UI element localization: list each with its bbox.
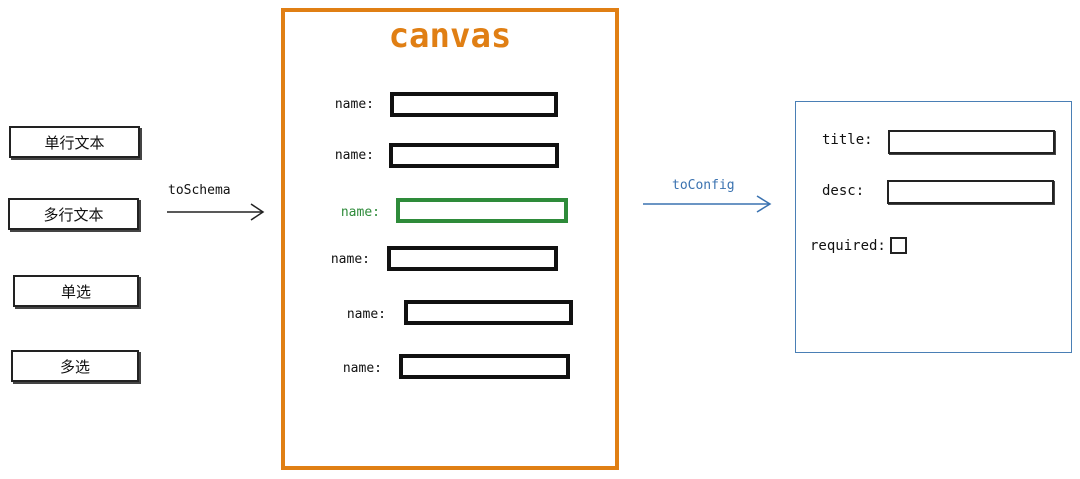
canvas-frame — [281, 8, 619, 470]
canvas-field-label: name: — [334, 97, 374, 112]
canvas-field-input[interactable] — [389, 143, 559, 168]
config-desc-input[interactable] — [887, 180, 1054, 204]
config-required-label: required: — [810, 238, 886, 254]
canvas-field-input[interactable] — [404, 300, 573, 325]
palette-item-single-choice[interactable]: 单选 — [13, 275, 139, 307]
config-title-label: title: — [822, 132, 873, 148]
canvas-field-label: name: — [334, 148, 374, 163]
to-schema-label: toSchema — [168, 183, 231, 198]
config-required-checkbox[interactable] — [890, 237, 907, 254]
palette-item-multi-line-text[interactable]: 多行文本 — [8, 198, 139, 230]
canvas-field-input-selected[interactable] — [396, 198, 568, 223]
to-schema-arrow — [167, 203, 265, 221]
palette-item-label: 单选 — [60, 282, 91, 301]
palette-item-label: 单行文本 — [44, 133, 105, 152]
canvas-field-label: name: — [346, 307, 386, 322]
canvas-field-label: name: — [330, 252, 370, 267]
canvas-field-label: name: — [342, 361, 382, 376]
palette-item-multi-choice[interactable]: 多选 — [11, 350, 139, 382]
canvas-title: canvas — [388, 16, 512, 56]
config-panel — [795, 101, 1072, 353]
to-config-label: toConfig — [672, 178, 735, 193]
to-config-arrow — [643, 195, 772, 213]
canvas-field-input[interactable] — [387, 246, 558, 271]
config-desc-label: desc: — [822, 183, 865, 199]
canvas-field-input[interactable] — [399, 354, 570, 379]
palette-item-single-line-text[interactable]: 单行文本 — [9, 126, 140, 158]
config-title-input[interactable] — [888, 130, 1055, 154]
canvas-field-label-selected: name: — [340, 205, 380, 220]
palette-item-label: 多行文本 — [43, 205, 104, 224]
canvas-field-input[interactable] — [390, 92, 558, 117]
palette-item-label: 多选 — [59, 357, 90, 376]
